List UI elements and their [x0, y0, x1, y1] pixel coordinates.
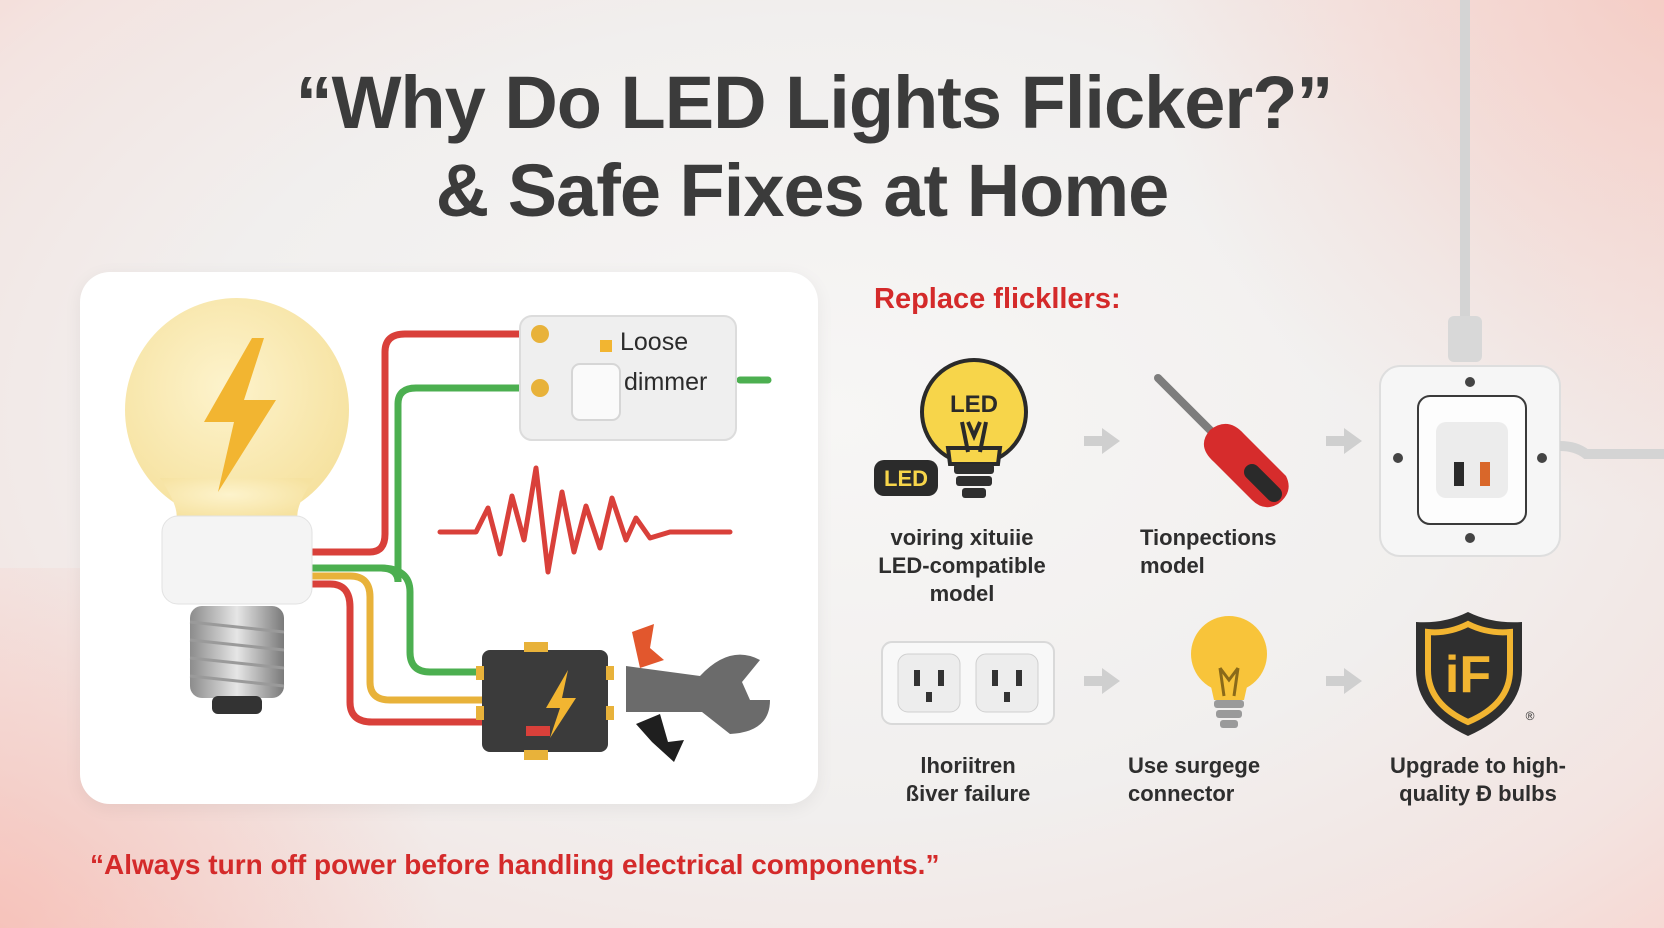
arrow-right-icon: [1326, 428, 1362, 454]
flicker-waveform-icon: [437, 465, 733, 575]
red-wire-top: [284, 330, 544, 556]
page-title-line-1: “Why Do LED Lights Flicker?”: [295, 61, 1334, 144]
arrow-right-icon: [1084, 668, 1120, 694]
red-wire-bottom: [284, 580, 494, 726]
wrench-icon: [626, 624, 770, 762]
wiring-diagram: [125, 298, 772, 762]
dimmer-label-loose: Loose: [620, 328, 689, 356]
fix-label-5-line-1: Use surgege: [1128, 753, 1261, 778]
fix-label-1-line-3: model: [929, 581, 995, 606]
fix-label-6-line-1: Upgrade to high-: [1390, 753, 1566, 778]
dimmer-label-dimmer: dimmer: [624, 368, 708, 396]
led-badge-text: LED: [884, 466, 928, 491]
registered-mark: ®: [1526, 709, 1535, 723]
lightning-icon: [204, 338, 276, 492]
bulb-icon: [1191, 616, 1267, 728]
faulty-driver-icon: [476, 642, 614, 760]
fix-label-5: Use surgege connector: [1128, 752, 1328, 808]
double-socket-icon: [881, 641, 1055, 725]
yellow-wire: [284, 572, 494, 704]
fix-label-6-line-2: quality Ɖ bulbs: [1399, 781, 1557, 806]
fix-label-1-line-1: voiring xituiie: [890, 525, 1034, 550]
led-bulb-illustration: [125, 298, 349, 714]
screwdriver-icon: [1154, 374, 1289, 508]
shield-icon: iF ®: [1416, 612, 1535, 736]
fix-label-2-line-1: Tionpections: [1140, 525, 1277, 550]
fix-label-4-line-1: lhoriitren: [920, 753, 1016, 778]
fix-label-5-line-2: connector: [1128, 781, 1235, 806]
led-bulb-text: LED: [950, 391, 998, 418]
led-bulb-icon: LED LED: [874, 358, 1028, 498]
fix-label-2-line-2: model: [1140, 553, 1205, 578]
fix-label-4-line-2: ßiver failure: [905, 781, 1031, 806]
wall-outlet-icon: [1379, 0, 1664, 557]
dimmer-box: [519, 315, 737, 441]
page-title-line-2: & Safe Fixes at Home: [435, 149, 1170, 232]
fix-label-2: Tionpections model: [1140, 524, 1340, 580]
fix-label-4: lhoriitren ßiver failure: [868, 752, 1068, 808]
fix-label-1: voiring xituiie LED-compatible model: [862, 524, 1062, 608]
arrow-right-icon: [1326, 668, 1362, 694]
fixes-section-label: Replace flickllers:: [874, 283, 1121, 315]
wiring-diagram-panel: Loose dimmer: [80, 272, 818, 804]
shield-text: iF: [1445, 646, 1491, 704]
wires: [284, 330, 772, 726]
safety-warning: “Always turn off power before handling e…: [90, 849, 940, 880]
green-wire-lower: [284, 564, 494, 676]
arrow-right-icon: [1084, 428, 1120, 454]
fix-label-1-line-2: LED-compatible: [878, 553, 1046, 578]
fix-label-6: Upgrade to high- quality Ɖ bulbs: [1368, 752, 1588, 808]
